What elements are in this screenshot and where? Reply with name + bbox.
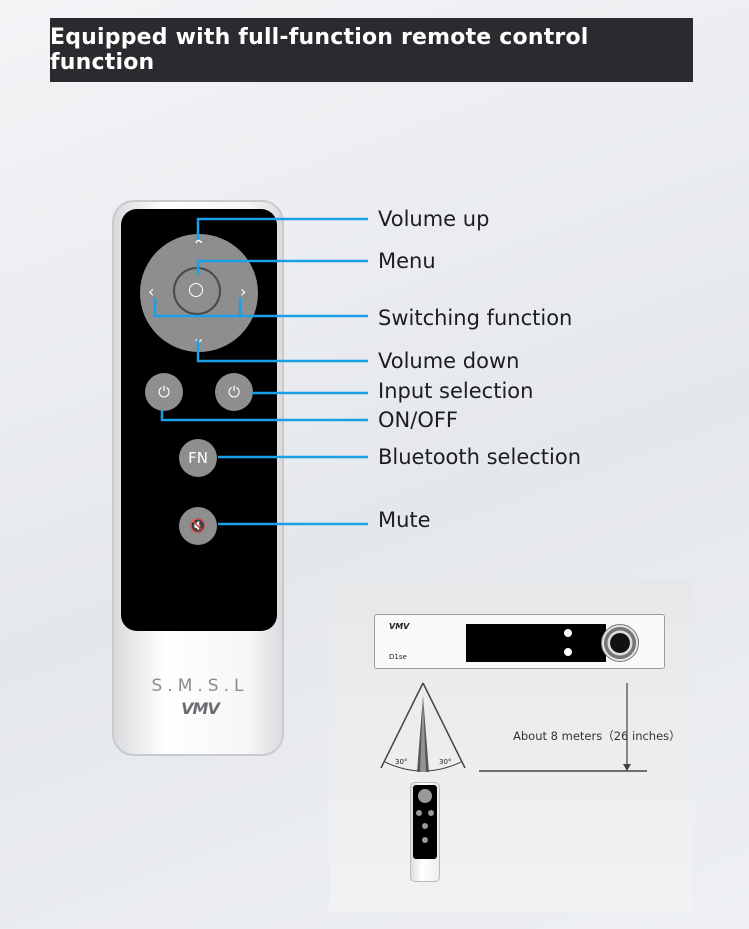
device-display <box>466 624 606 662</box>
angle-left-label: 30° <box>395 758 408 766</box>
callout-volume-up: Volume up <box>378 207 490 231</box>
callout-line-onoff <box>160 410 368 422</box>
mini-remote <box>410 782 440 882</box>
mute-icon: 🔇 <box>189 518 207 534</box>
fn-button: FN <box>179 439 217 477</box>
remote-logo-text: VMV <box>181 699 220 718</box>
callout-line-volume-down <box>196 340 368 363</box>
callout-line-volume-up <box>196 217 368 240</box>
left-arrow-icon: ‹ <box>148 282 155 301</box>
callout-bluetooth-selection: Bluetooth selection <box>378 445 582 469</box>
callout-input-selection: Input selection <box>378 379 534 403</box>
mini-remote-face <box>413 785 437 859</box>
remote-brand-text: S.M.S.L <box>151 676 249 696</box>
mute-button: 🔇 <box>179 507 217 545</box>
callout-volume-down: Volume down <box>378 349 520 373</box>
mini-button <box>428 810 434 816</box>
cone-left-edge <box>380 682 424 769</box>
callout-line-switching <box>153 298 368 318</box>
callout-switching-function: Switching function <box>378 306 573 330</box>
mini-button <box>422 823 428 829</box>
page-title: Equipped with full-function remote contr… <box>50 25 589 75</box>
display-dot <box>564 648 572 656</box>
callout-menu: Menu <box>378 249 436 273</box>
input-power-icon: ⏻ <box>228 383 240 401</box>
callout-mute: Mute <box>378 508 431 532</box>
input-button: ⏻ <box>215 373 253 411</box>
fn-button-label: FN <box>188 449 208 467</box>
power-icon: ⏻ <box>158 383 170 401</box>
right-arrow-icon: › <box>240 282 247 301</box>
display-dot <box>564 629 572 637</box>
page-title-banner: Equipped with full-function remote contr… <box>50 18 693 82</box>
callout-line-menu <box>196 259 368 275</box>
volume-knob <box>601 624 639 662</box>
range-diagram-svg <box>380 682 647 772</box>
mini-button <box>416 810 422 816</box>
down-arrow-icon: ⌄ <box>192 328 206 347</box>
mini-button <box>422 837 428 843</box>
power-button: ⏻ <box>145 373 183 411</box>
beam-highlight <box>420 696 426 772</box>
dac-device: VMV D1se <box>374 614 665 669</box>
device-logo: VMV <box>389 622 410 631</box>
distance-label: About 8 meters（26 inches） <box>513 729 681 743</box>
device-model: D1se <box>389 653 407 661</box>
angle-right-label: 30° <box>439 758 452 766</box>
range-diagram-panel: VMV D1se 30° 30° About 8 meters（26 inche… <box>329 580 693 911</box>
up-arrow-icon: ⌃ <box>192 236 206 255</box>
cone-right-edge <box>422 682 466 769</box>
mini-dpad <box>418 789 432 803</box>
callout-on-off: ON/OFF <box>378 408 459 432</box>
distance-arrow <box>623 764 631 771</box>
